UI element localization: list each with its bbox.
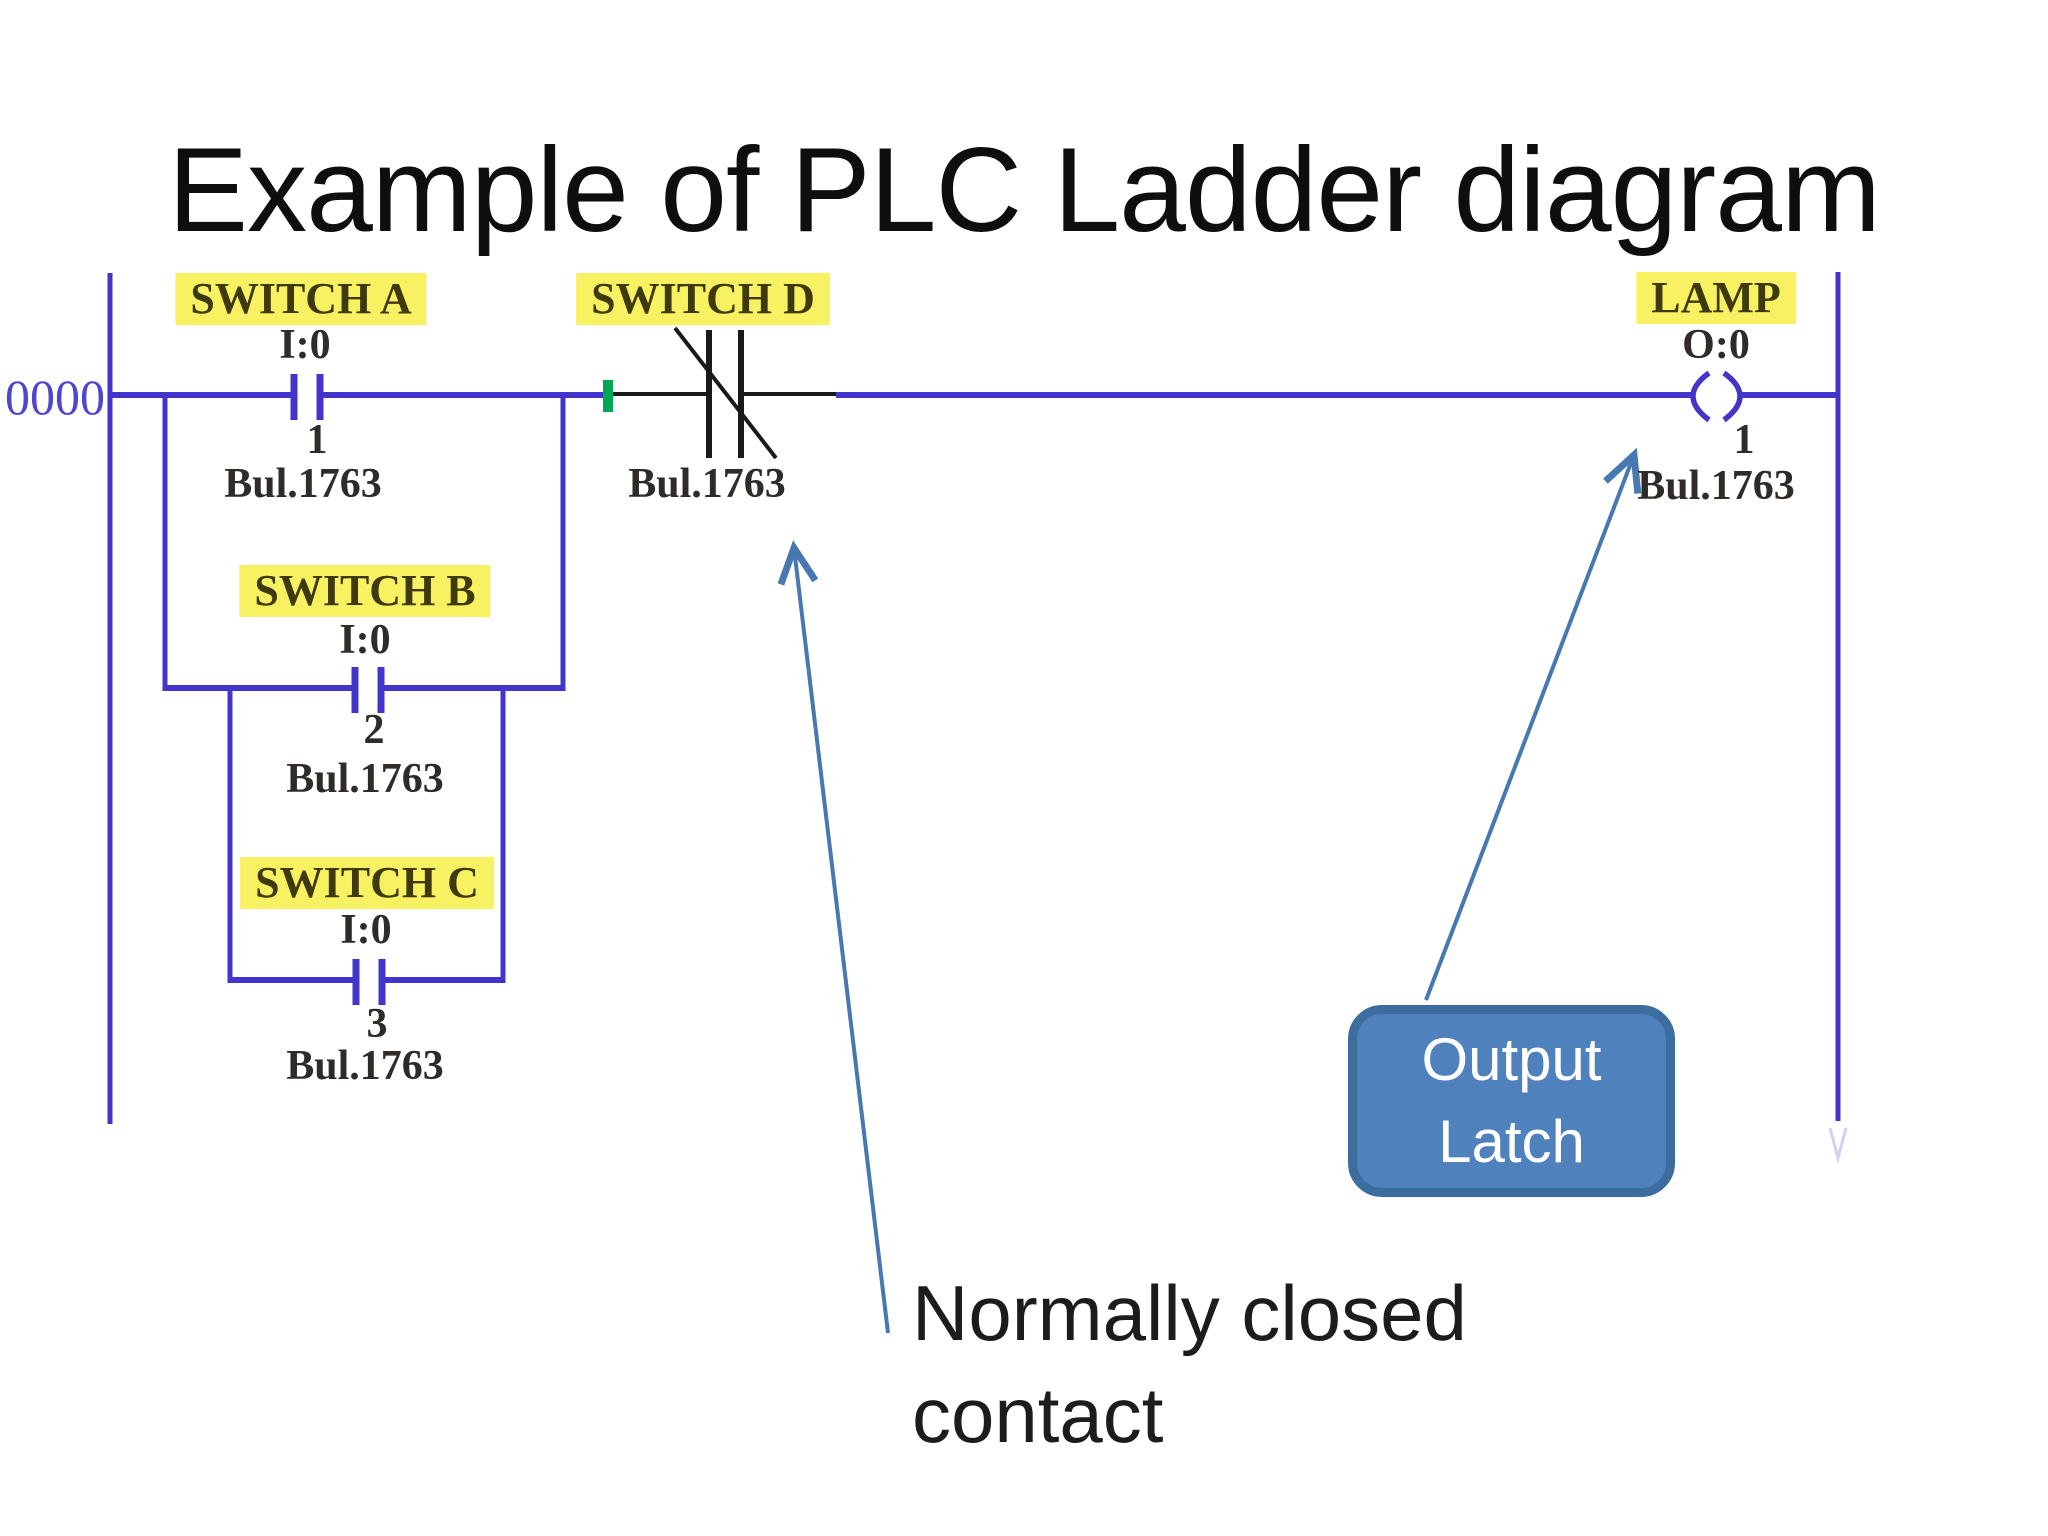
switch-b-catalog: Bul.1763: [286, 756, 444, 802]
switch-c-terminal: 3: [366, 1001, 388, 1047]
nc-contact-note-line2: contact: [912, 1371, 1164, 1459]
annotation-arrows: [777, 447, 1642, 1334]
switch-d-label: SWITCH D: [576, 273, 830, 325]
lamp-label: LAMP: [1636, 272, 1796, 324]
output-latch-callout: Output Latch: [1348, 1005, 1675, 1197]
slide-title: Example of PLC Ladder diagram: [168, 123, 1881, 257]
rung-number: 0000: [5, 369, 105, 425]
nc-contact-note: Normally closed contact: [912, 1262, 1467, 1466]
switch-b-address: I:0: [339, 617, 391, 663]
output-latch-callout-line1: Output: [1421, 1026, 1602, 1093]
arrow-to-nc-contact: [777, 540, 890, 1334]
output-coil-icon: [1690, 370, 1743, 423]
switch-c-address: I:0: [340, 907, 392, 953]
switch-c-catalog: Bul.1763: [286, 1043, 444, 1089]
switch-a-catalog: Bul.1763: [224, 461, 382, 507]
switch-c-label: SWITCH C: [240, 857, 494, 909]
switch-a-address: I:0: [279, 322, 331, 368]
switch-a-label: SWITCH A: [175, 273, 427, 325]
switch-a-terminal: 1: [306, 417, 328, 463]
switch-b-terminal: 2: [363, 707, 385, 753]
switch-b-label: SWITCH B: [239, 565, 491, 617]
switch-a-contact-icon: [290, 374, 324, 420]
output-latch-callout-line2: Latch: [1438, 1108, 1585, 1175]
nc-contact-icon: [613, 326, 836, 460]
switch-d-catalog: Bul.1763: [628, 461, 786, 507]
lamp-catalog: Bul.1763: [1637, 463, 1795, 509]
right-rail-tip: [1828, 1127, 1848, 1164]
lamp-address: O:0: [1682, 322, 1750, 368]
switch-c-contact-icon: [352, 959, 386, 1005]
switch-b-contact-icon: [351, 667, 385, 713]
nc-contact-note-line1: Normally closed: [912, 1269, 1467, 1357]
arrow-to-coil: [1424, 447, 1642, 1001]
no-contact-symbols: [290, 374, 386, 1005]
rung-wires: [110, 392, 1838, 983]
junction-marker: [603, 380, 613, 412]
lamp-terminal: 1: [1733, 417, 1755, 463]
power-rails: [107, 272, 1841, 1124]
